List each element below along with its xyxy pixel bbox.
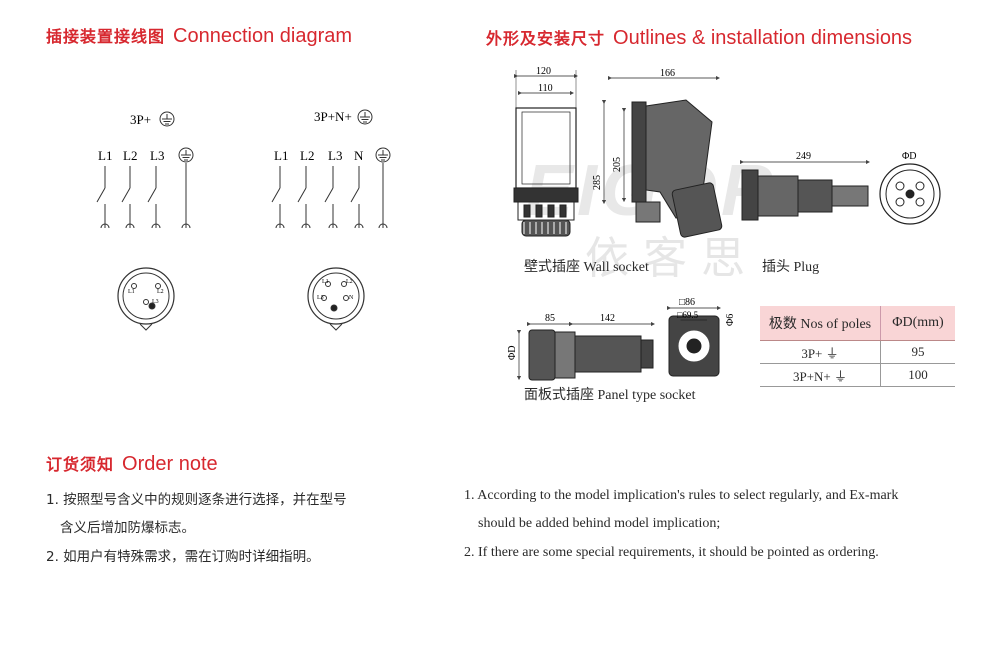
panel-socket-drawing: 85 142 ΦD □86 □69.5 Φ6: [507, 297, 736, 381]
table-header-poles: 极数 Nos of poles: [760, 306, 881, 341]
earth-terminal-icon: [178, 147, 194, 163]
poles-3p: 3P+: [801, 345, 823, 361]
terminal-l2: L2: [300, 148, 314, 163]
terminal-l2: L2: [123, 148, 137, 163]
dim-wall-width-inner: 110: [538, 83, 553, 94]
terminal-l3: L3: [328, 148, 342, 163]
outline-drawings-top: 120 110 166 285 205 249 ΦD: [513, 66, 941, 238]
order-note-en-2: 2. If there are some special requirement…: [464, 545, 879, 560]
terminal-l3: L3: [150, 148, 164, 163]
order-note-title: 订货须知 Order note: [46, 451, 218, 476]
switch-contacts: [96, 163, 191, 229]
dim-panel-length-front: 85: [545, 313, 555, 324]
dim-panel-square-inner: □69.5: [677, 310, 699, 320]
table-row: 3P+ ⏚ 95: [760, 340, 955, 364]
table-header-d: ΦD(mm): [880, 306, 955, 341]
order-title-en: Order note: [122, 453, 218, 475]
table-header-row: 极数 Nos of poles ΦD(mm): [760, 306, 955, 341]
dim-plug-diameter: ΦD: [902, 151, 917, 162]
caption-panel-socket: 面板式插座 Panel type socket: [524, 388, 696, 403]
earth-symbol-icon: ⏚: [834, 368, 848, 384]
dim-wall-height-inner: 205: [612, 157, 623, 172]
terminal-n: N: [354, 148, 364, 163]
dim-panel-diameter: ΦD: [507, 345, 518, 360]
table-cell-poles: 3P+N+ ⏚: [760, 363, 881, 387]
socket-label-l1: L1: [128, 289, 135, 295]
order-note-en-1b: should be added behind model implication…: [478, 516, 721, 531]
earth-symbol-icon: [159, 111, 175, 127]
wiring-3pn-title: 3P+N+: [314, 109, 352, 124]
connection-title-cn: 插接装置接线图: [46, 29, 166, 46]
order-note-cn-1b: 含义后增加防爆标志。: [60, 520, 195, 536]
wall-socket-side: [601, 75, 723, 238]
wiring-diagram-3p: 3P+ L1 L2 L3 L1 L2 L3: [96, 111, 194, 331]
plug-drawing: [739, 159, 941, 225]
socket-label-l3: L3: [317, 295, 324, 301]
order-note-cn-2: 2. 如用户有特殊需求，需在订购时详细指明。: [46, 549, 320, 565]
order-note-en-1: 1. According to the model implication's …: [464, 488, 899, 503]
outlines-title: 外形及安装尺寸 Outlines & installation dimension…: [486, 25, 912, 50]
socket-label-l3: L3: [152, 299, 159, 305]
dim-plug-length: 249: [796, 151, 811, 162]
connection-title-en: Connection diagram: [173, 25, 353, 47]
socket-label-l1: L1: [322, 279, 329, 285]
dim-panel-hole: Φ6: [725, 314, 736, 326]
caption-wall-socket: 壁式插座 Wall socket: [524, 260, 649, 275]
terminal-l1: L1: [274, 148, 288, 163]
connection-diagram-title: 插接装置接线图 Connection diagram: [46, 23, 352, 48]
order-note-cn-1: 1. 按照型号含义中的规则逐条进行选择，并在型号: [46, 492, 347, 508]
dim-wall-width-outer: 120: [536, 66, 551, 77]
poles-dimension-table: 极数 Nos of poles ΦD(mm) 3P+ ⏚ 95 3P+N+ ⏚ …: [760, 306, 955, 387]
wiring-3p-title: 3P+: [130, 112, 151, 127]
dim-panel-square-outer: □86: [679, 297, 695, 308]
socket-label-l2: L2: [346, 279, 353, 285]
wiring-diagram-3pn: 3P+N+ L1 L2 L3 N L1 L2 L3 N: [271, 109, 391, 331]
wall-socket-front: [513, 70, 579, 237]
dim-panel-length-body: 142: [600, 313, 615, 324]
socket-face-3p: [117, 267, 175, 331]
socket-face-3pn: [307, 267, 365, 331]
earth-terminal-icon: [375, 147, 391, 163]
table-row: 3P+N+ ⏚ 100: [760, 363, 955, 387]
socket-label-n: N: [349, 295, 354, 301]
terminal-l1: L1: [98, 148, 112, 163]
table-cell-d: 100: [880, 363, 955, 387]
table-cell-poles: 3P+ ⏚: [760, 340, 881, 364]
outlines-title-en: Outlines & installation dimensions: [613, 27, 913, 49]
order-title-cn: 订货须知: [46, 457, 115, 474]
earth-symbol-icon: ⏚: [825, 345, 839, 361]
outlines-title-cn: 外形及安装尺寸: [486, 31, 606, 48]
watermark-cn: 依 客 思: [585, 233, 745, 284]
dim-wall-height-outer: 285: [592, 175, 603, 190]
socket-label-l2: L2: [157, 289, 164, 295]
switch-contacts: [271, 163, 388, 229]
table-cell-d: 95: [880, 340, 955, 364]
poles-3pn: 3P+N+: [792, 368, 831, 384]
dim-wall-side: 166: [660, 68, 675, 79]
earth-symbol-icon: [357, 109, 373, 125]
caption-plug: 插头 Plug: [762, 260, 820, 275]
